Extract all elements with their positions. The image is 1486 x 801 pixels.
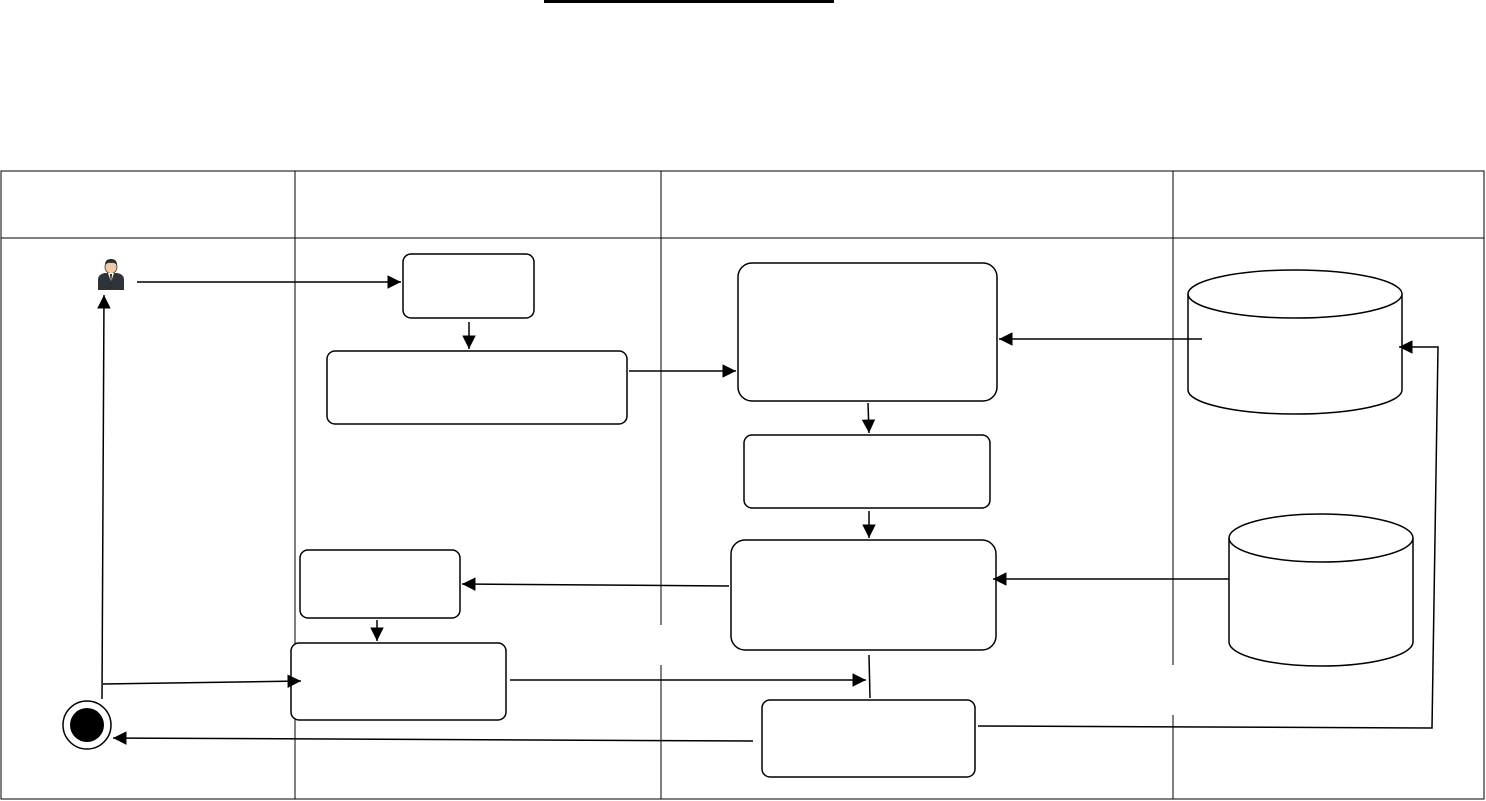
swimlane-frame <box>0 170 1485 800</box>
frame-border <box>0 170 1485 800</box>
activity-step-4 <box>743 434 991 509</box>
datastore-2 <box>1228 513 1414 667</box>
edge-step8-to-db1 <box>977 340 1439 729</box>
edge-step3-to-step4 <box>861 402 876 434</box>
title-underline <box>544 0 834 3</box>
edge-step8-to-end <box>112 731 754 745</box>
edge-end-to-step7 <box>102 674 302 688</box>
activity-step-5 <box>730 539 997 651</box>
activity-step-2 <box>326 350 628 425</box>
edge-step5-to-step6 <box>461 577 730 591</box>
activity-step-8 <box>761 699 976 778</box>
edge-end-to-actor <box>97 294 111 700</box>
user-icon <box>98 259 124 290</box>
activity-step-1 <box>402 253 535 319</box>
datastore-1 <box>1187 269 1403 415</box>
end-node <box>62 700 112 750</box>
activity-step-7 <box>290 642 507 721</box>
activity-step-3 <box>737 262 998 402</box>
edge-step5-to-step8 <box>868 654 871 699</box>
activity-step-6 <box>299 549 461 619</box>
